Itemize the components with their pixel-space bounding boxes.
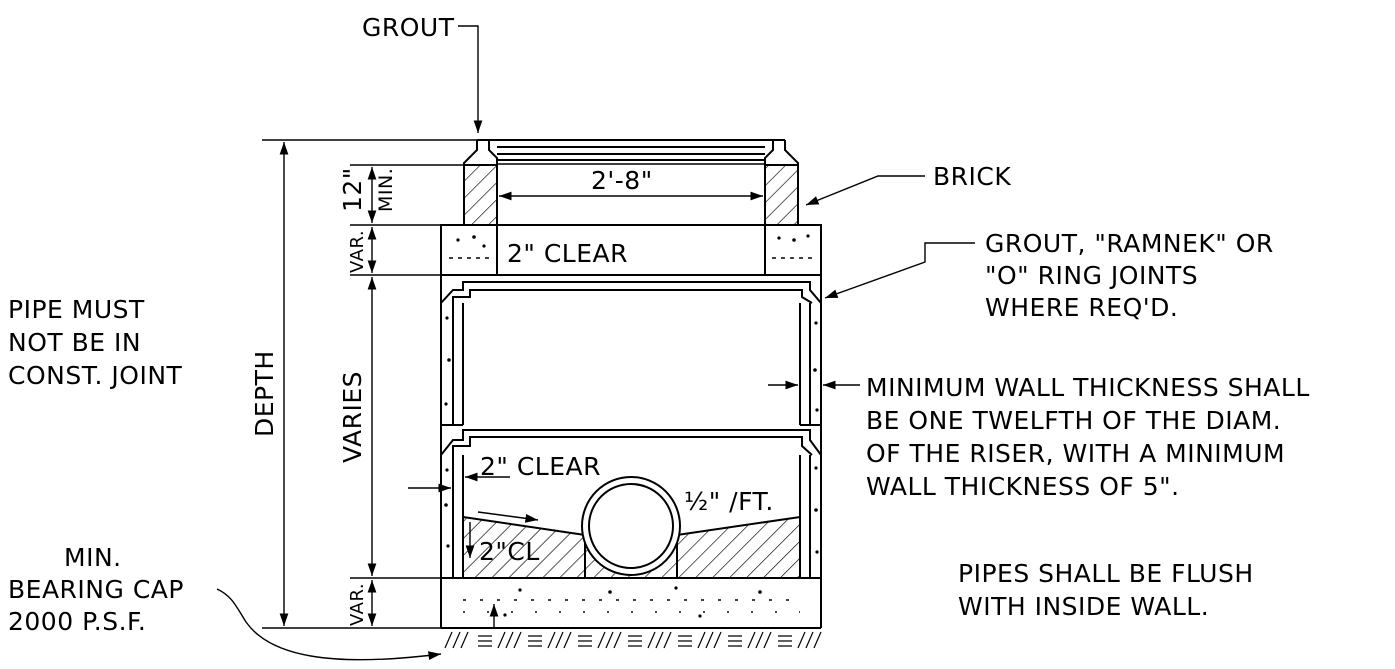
label-wall-line2: BE ONE TWELFTH OF THE DIAM.: [866, 406, 1281, 435]
leader-lines: [216, 25, 975, 661]
riser-joints: [440, 281, 822, 456]
label-joint-line2: "O" RING JOINTS: [985, 261, 1198, 290]
label-clear-top: 2" CLEAR: [507, 239, 628, 268]
dimension-lines: [262, 139, 860, 629]
bench-fill: [462, 515, 801, 579]
label-flush-line2: WITH INSIDE WALL.: [958, 592, 1209, 621]
label-brick: BRICK: [933, 162, 1011, 191]
earth-hatching: [444, 631, 822, 649]
label-wall-line3: OF THE RISER, WITH A MINIMUM: [866, 439, 1285, 468]
label-bearing-line2: BEARING CAP: [8, 575, 184, 604]
label-clear-bottom: 2" CLEAR: [480, 452, 601, 481]
label-joint-line1: GROUT, "RAMNEK" OR: [985, 229, 1274, 258]
base-slab: [441, 577, 821, 629]
label-dim-12: 12": [338, 167, 367, 212]
frame-and-cover: [463, 139, 799, 275]
label-joint-line3: WHERE REQ'D.: [985, 293, 1178, 322]
label-wall-line1: MINIMUM WALL THICKNESS SHALL: [866, 373, 1310, 402]
label-pipe-note-line3: CONST. JOINT: [8, 361, 183, 390]
label-grout-top: GROUT: [362, 13, 455, 42]
label-dim-var-bottom: VAR.: [347, 583, 368, 626]
label-pipe-note-line1: PIPE MUST: [8, 295, 145, 324]
label-wall-line4: WALL THICKNESS OF 5".: [866, 472, 1180, 501]
label-bearing-line1: MIN.: [64, 543, 122, 572]
label-dim-var-top: VAR.: [347, 230, 368, 273]
label-clear-bench: 2"CL: [479, 537, 540, 566]
label-opening: 2'-8": [591, 166, 653, 195]
pipe-section: [581, 476, 681, 576]
label-slope: ½" /FT.: [684, 487, 774, 516]
top-slab: [440, 224, 822, 276]
manhole-structure: [440, 139, 822, 649]
annotation-text: GROUT BRICK GROUT, "RAMNEK" OR "O" RING …: [8, 13, 1310, 636]
label-flush-line1: PIPES SHALL BE FLUSH: [958, 559, 1254, 588]
label-pipe-note-line2: NOT BE IN: [8, 328, 141, 357]
label-bearing-line3: 2000 P.S.F.: [8, 607, 146, 636]
label-depth: DEPTH: [250, 350, 279, 437]
label-dim-min: MIN.: [375, 168, 397, 212]
label-varies: VARIES: [338, 371, 367, 463]
concrete-aggregate: [444, 234, 819, 618]
